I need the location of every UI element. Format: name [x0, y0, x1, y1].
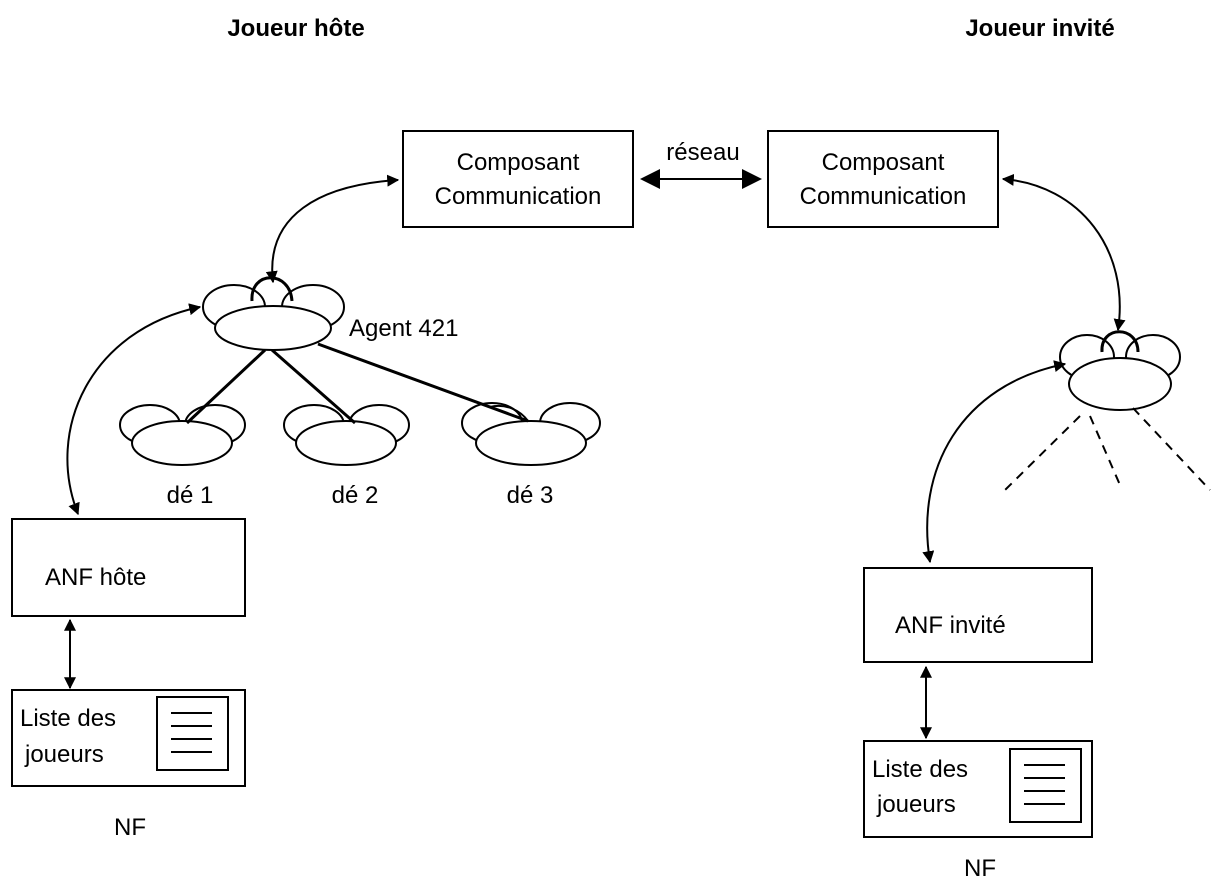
die-2-label: dé 2: [332, 482, 379, 509]
document-icon: [156, 696, 229, 771]
host-comm-line1: Composant: [457, 149, 580, 176]
guest-header: Joueur invité: [965, 15, 1114, 42]
host-header: Joueur hôte: [227, 15, 364, 42]
die3-link-hook: [489, 404, 529, 422]
agent-label: Agent 421: [349, 315, 458, 342]
guest-comm-line2: Communication: [800, 183, 967, 210]
host-list-line2: joueurs: [24, 741, 104, 768]
guest-dashed-link-2: [1089, 415, 1121, 486]
guest-list-line2: joueurs: [876, 791, 956, 818]
network-label: réseau: [666, 139, 739, 166]
guest-list-line1: Liste des: [872, 756, 968, 783]
host-comm-line2: Communication: [435, 183, 602, 210]
document-icon: [1009, 748, 1082, 823]
agent-die2-link: [271, 348, 356, 425]
guest-comm-line1: Composant: [822, 149, 945, 176]
guest-agent-icon: [1059, 330, 1181, 411]
guest-dashed-link-3: [1132, 407, 1211, 491]
die-3-icon: [461, 402, 601, 466]
guest-player-list-box: Liste des joueurs: [863, 740, 1093, 838]
host-list-line1: Liste des: [20, 705, 116, 732]
agent-anf-arrow-icon: [66, 303, 202, 516]
anf-host-box: ANF hôte: [11, 518, 246, 617]
guest-comm-agent-arrow-icon: [1001, 173, 1126, 332]
die-2-icon: [283, 404, 410, 466]
host-communication-component: Composant Communication: [402, 130, 634, 228]
guest-agent-anf-arrow-icon: [922, 360, 1067, 564]
die-3-label: dé 3: [507, 482, 554, 509]
die-1-icon: [119, 404, 246, 466]
host-nf-label: NF: [114, 814, 146, 841]
host-player-list-box: Liste des joueurs: [11, 689, 246, 787]
anf-host-label: ANF hôte: [45, 564, 146, 591]
anf-guest-box: ANF invité: [863, 567, 1093, 663]
agent-die3-link: [317, 342, 529, 423]
die-1-label: dé 1: [167, 482, 214, 509]
comm-agent-arrow-icon: [265, 174, 400, 284]
guest-nf-label: NF: [964, 855, 996, 882]
guest-dashed-link-1: [1004, 415, 1081, 491]
anf-guest-label: ANF invité: [895, 612, 1006, 639]
agent-421-icon: [202, 276, 345, 351]
guest-communication-component: Composant Communication: [767, 130, 999, 228]
